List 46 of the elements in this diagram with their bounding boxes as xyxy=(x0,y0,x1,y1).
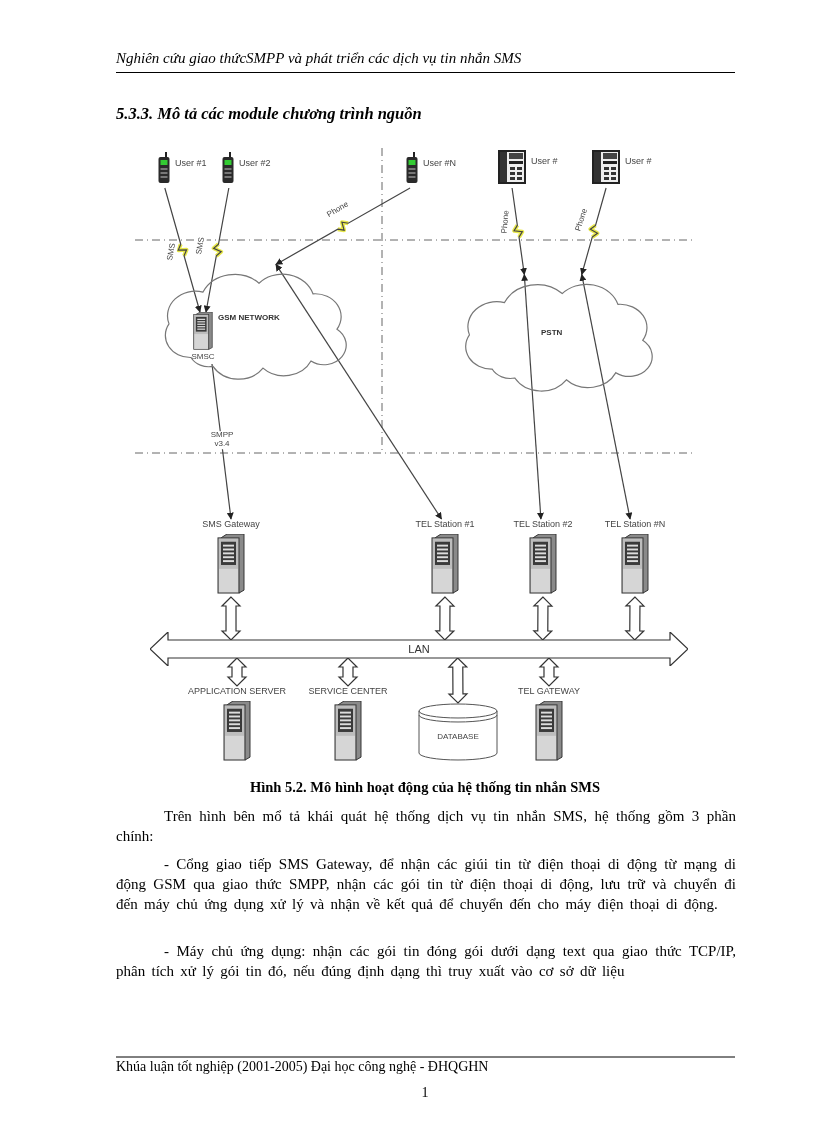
server-label: SMS Gateway xyxy=(202,520,260,530)
paragraph: - Cổng giao tiếp SMS Gateway, để nhận các giúi tin từ điện thoại di động từ mạng di động GSM qua giao thức SMPP, nhận các gói tin từ điện thoại di động, lưu trữ và chuyển đi đến máy chủ ứng dụng xử lý và nhận về kết quả để chuyển đến cho máy điện thoại di động. xyxy=(116,855,736,914)
connector-arrow xyxy=(580,187,607,276)
connector-arrow xyxy=(164,187,202,313)
connector-arrow xyxy=(511,187,527,276)
user-label: User # xyxy=(531,157,558,167)
page-header: Nghiên cứu giao thứcSMPP và phát triển các dịch vụ tin nhắn SMS xyxy=(116,50,522,67)
network-label: GSM NETWORK xyxy=(218,314,280,323)
database-label: DATABASE xyxy=(437,732,479,741)
lan-bus-arrow xyxy=(150,632,688,666)
connector-arrow xyxy=(579,273,633,520)
double-arrow xyxy=(624,596,646,641)
network-label: LAN xyxy=(408,642,430,656)
double-arrow xyxy=(220,596,242,641)
edge-label: SMS xyxy=(195,235,207,257)
double-arrow xyxy=(447,657,469,704)
double-arrow xyxy=(532,596,554,641)
connector-arrow xyxy=(211,363,234,520)
section-heading: 5.3.3. Mô tả các module chương trình nguồn xyxy=(116,104,422,124)
server-label: TEL Station #1 xyxy=(415,520,475,530)
double-arrow xyxy=(337,657,359,687)
edge-label: Phone xyxy=(500,209,512,235)
double-arrow xyxy=(538,657,560,687)
connector-arrow xyxy=(521,273,544,520)
user-label: User # xyxy=(625,157,652,167)
user-label: User #1 xyxy=(175,159,207,169)
server-label: TEL Station #N xyxy=(604,520,666,530)
page-footer: Khúa luận tốt nghiệp (2001-2005) Đại học công nghệ - ĐHQGHN xyxy=(116,1059,489,1075)
network-label: PSTN xyxy=(541,329,563,338)
connector-arrow xyxy=(203,187,230,313)
double-arrow xyxy=(226,657,248,687)
double-arrow xyxy=(434,596,456,641)
connector-arrow xyxy=(275,187,411,266)
connector-arrow xyxy=(275,263,443,520)
figure-caption: Hình 5.2. Mô hình hoạt động của hệ thống tin nhắn SMS xyxy=(249,779,601,796)
user-label: User #N xyxy=(423,159,456,169)
paragraph: Trên hình bên mổ tả khái quát hệ thống dịch vụ tin nhắn SMS, hệ thống gồm 3 phần chính: xyxy=(116,807,736,846)
server-label: APPLICATION SERVER xyxy=(187,687,287,697)
server-label: SMSC xyxy=(191,353,215,362)
server-label: SERVICE CENTER xyxy=(308,687,388,697)
paragraph: - Máy chủ ứng dụng: nhận các gói tin đóng gói dưới dạng text qua giao thức TCP/IP, phân tích xử lý gói tin đó, nếu đúng định dạng thì truy xuất vào cơ sở dữ liệu xyxy=(116,942,736,981)
edge-label: SMS xyxy=(166,241,178,263)
server-label: TEL Station #2 xyxy=(513,520,573,530)
page-number: 1 xyxy=(421,1085,429,1101)
server-label: TEL GATEWAY xyxy=(518,687,580,697)
user-label: User #2 xyxy=(239,159,271,169)
